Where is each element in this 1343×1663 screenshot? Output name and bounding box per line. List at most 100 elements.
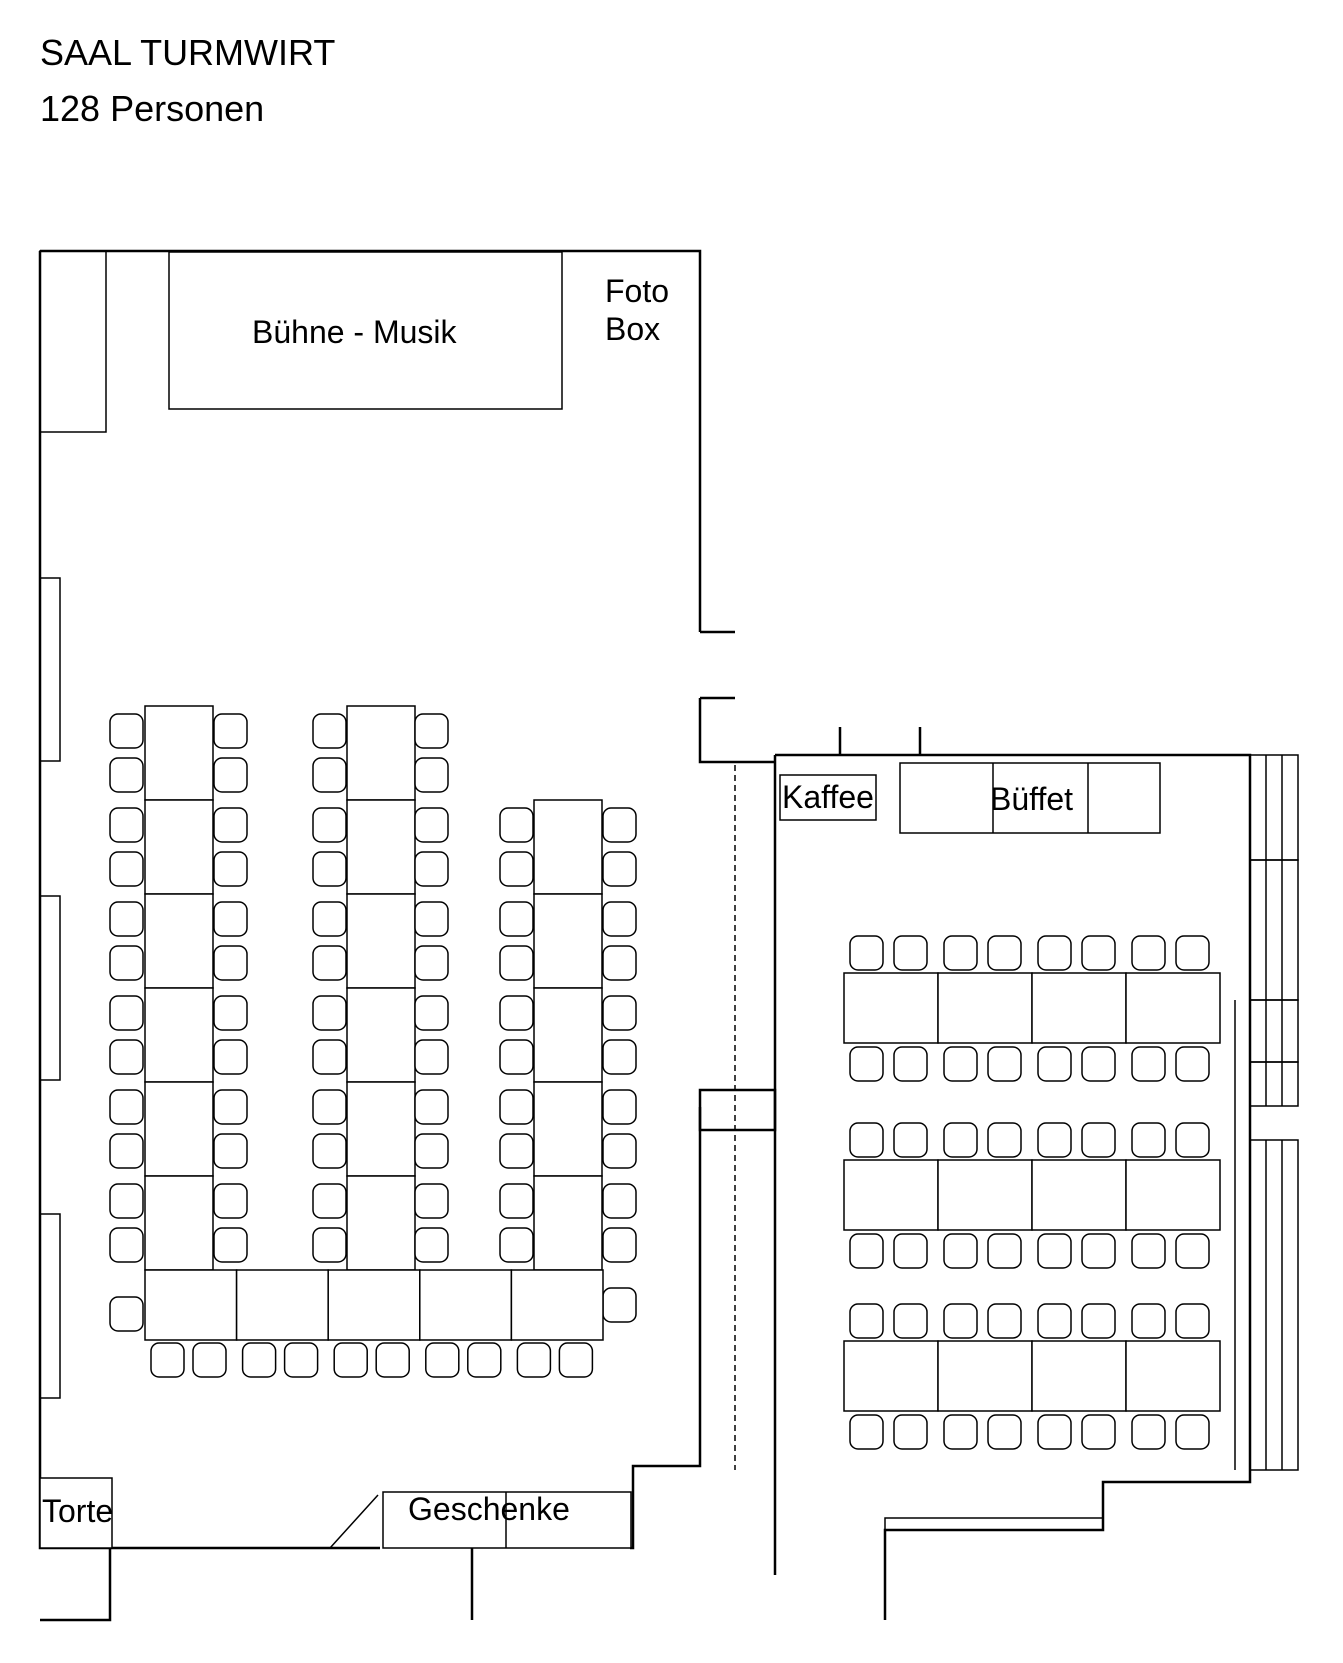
chair <box>943 935 978 971</box>
chair <box>312 1039 347 1075</box>
chair <box>849 1233 884 1269</box>
bar-counter <box>39 250 107 433</box>
corridor <box>698 755 777 1575</box>
chair <box>213 713 248 749</box>
chair <box>312 757 347 793</box>
chair <box>1037 1233 1072 1269</box>
chair <box>414 1133 449 1169</box>
table <box>144 1269 238 1341</box>
chair <box>213 901 248 937</box>
page-subtitle: 128 Personen <box>40 88 265 129</box>
table <box>1125 972 1221 1044</box>
coffee-label: Kaffee <box>782 779 874 815</box>
chair <box>499 995 534 1031</box>
chair <box>109 1039 144 1075</box>
chair <box>213 1183 248 1219</box>
chair <box>602 851 637 887</box>
chair <box>1081 1122 1116 1158</box>
chair <box>312 945 347 981</box>
chair <box>213 945 248 981</box>
chair <box>943 1414 978 1450</box>
furniture <box>109 705 1221 1450</box>
table <box>346 799 416 895</box>
chair <box>1037 1303 1072 1339</box>
chair <box>213 851 248 887</box>
chair <box>602 901 637 937</box>
chair <box>414 1089 449 1125</box>
table <box>1125 1159 1221 1231</box>
table <box>235 1269 329 1341</box>
chair <box>109 807 144 843</box>
table <box>346 705 416 801</box>
chair <box>602 1183 637 1219</box>
photo-box-label-line2: Box <box>605 311 660 347</box>
chair <box>1037 935 1072 971</box>
table <box>510 1269 604 1341</box>
table <box>843 1159 939 1231</box>
chair <box>893 1233 928 1269</box>
chair <box>109 1089 144 1125</box>
chair <box>333 1342 368 1378</box>
chair <box>1131 1046 1166 1082</box>
chair <box>425 1342 460 1378</box>
chair <box>213 995 248 1031</box>
table <box>937 1340 1033 1412</box>
table <box>144 799 214 895</box>
chair <box>893 1046 928 1082</box>
chair <box>414 713 449 749</box>
chair <box>943 1122 978 1158</box>
chair <box>849 1122 884 1158</box>
chair <box>109 945 144 981</box>
chair <box>1037 1414 1072 1450</box>
chair <box>499 1183 534 1219</box>
table <box>346 1175 416 1271</box>
chair <box>241 1342 277 1378</box>
chair <box>893 935 928 971</box>
chair <box>312 713 347 749</box>
table <box>843 1340 939 1412</box>
chair <box>1175 1233 1210 1269</box>
photo-box-label-line1: Foto <box>605 273 669 309</box>
table <box>937 1159 1033 1231</box>
chair <box>1081 1233 1116 1269</box>
table <box>533 799 603 895</box>
chair <box>1081 1414 1116 1450</box>
buffet-table <box>899 762 1161 834</box>
chair <box>414 995 449 1031</box>
chair <box>1175 935 1210 971</box>
window-1 <box>39 577 61 762</box>
stage <box>168 251 563 410</box>
chair <box>312 1089 347 1125</box>
chair <box>987 1303 1022 1339</box>
chair <box>109 1227 144 1263</box>
chair <box>558 1342 594 1378</box>
chair <box>1081 935 1116 971</box>
table <box>144 1081 214 1177</box>
chair <box>414 1227 449 1263</box>
chair <box>893 1414 928 1450</box>
window-2 <box>39 895 61 1081</box>
chair <box>109 1296 144 1332</box>
chair <box>602 1089 637 1125</box>
chair <box>849 1046 884 1082</box>
chair <box>1081 1303 1116 1339</box>
chair <box>109 901 144 937</box>
table <box>533 1081 603 1177</box>
chair <box>602 995 637 1031</box>
chair <box>213 807 248 843</box>
table <box>144 705 214 801</box>
chair <box>602 1039 637 1075</box>
chair <box>602 1227 637 1263</box>
chair <box>109 1183 144 1219</box>
chair <box>1131 935 1166 971</box>
chair <box>312 807 347 843</box>
chair <box>109 713 144 749</box>
stage-label: Bühne - Musik <box>252 314 458 350</box>
chair <box>943 1046 978 1082</box>
chair <box>414 1183 449 1219</box>
chair <box>213 1039 248 1075</box>
coffee-station <box>779 774 877 821</box>
table <box>1031 1159 1127 1231</box>
chair <box>414 807 449 843</box>
